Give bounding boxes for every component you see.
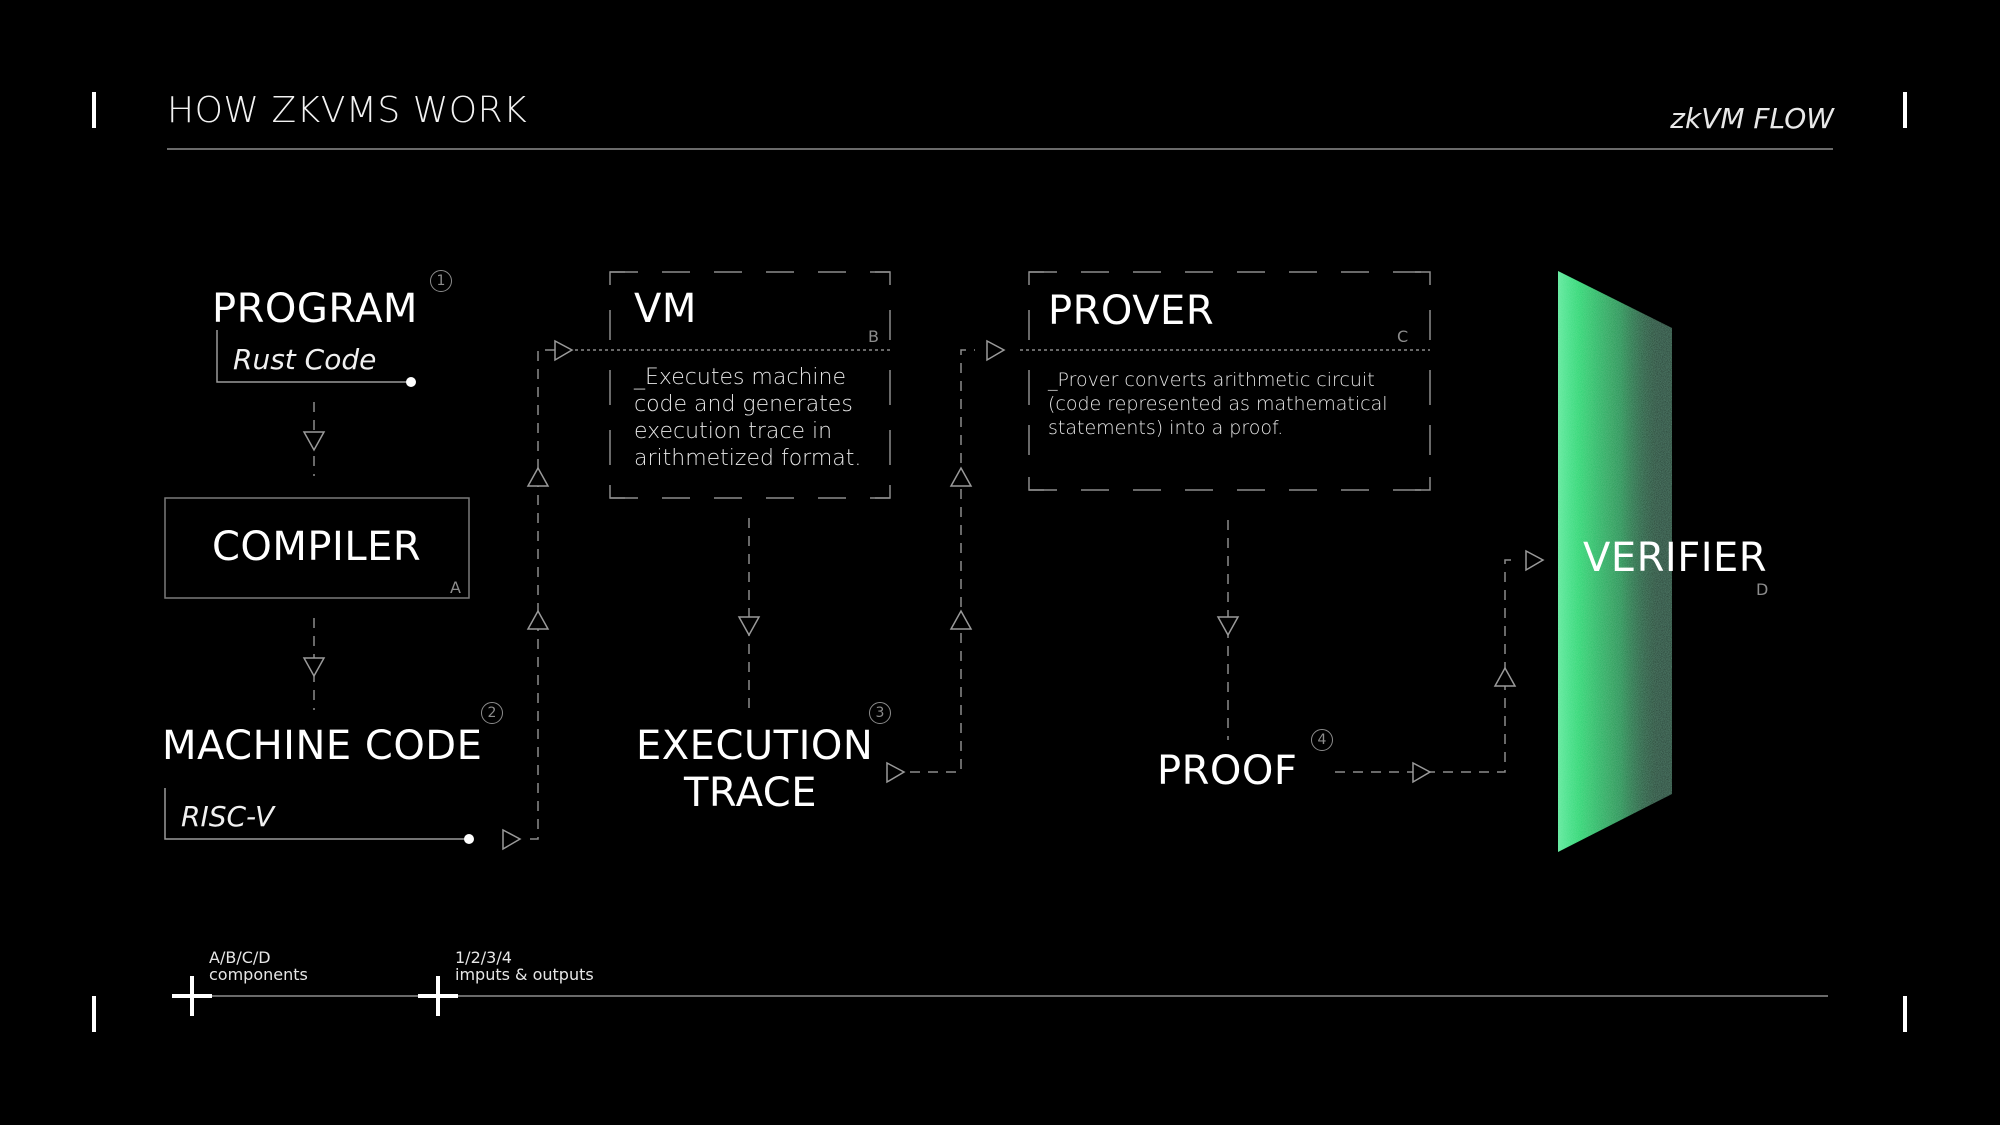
frame-tick-bottom-left — [92, 996, 96, 1032]
vm-description: _Executes machine code and generates exe… — [634, 365, 862, 471]
vm-letter: B — [868, 327, 879, 346]
arrow-down-icon — [737, 616, 761, 637]
page-title: HOW ZKVMS WORK — [167, 90, 528, 131]
verifier-title: VERIFIER — [1583, 535, 1768, 581]
footer-divider — [188, 995, 1828, 997]
header-divider — [167, 148, 1833, 150]
machine-code-badge: 2 — [481, 702, 503, 724]
execution-trace-title-line1: EXECUTION — [636, 723, 874, 769]
arrow-right-icon — [886, 761, 906, 784]
arrow-down-icon — [302, 431, 326, 452]
verifier-letter: D — [1756, 580, 1769, 599]
vm-title: VM — [634, 286, 697, 332]
arrow-right-icon — [554, 339, 574, 362]
program-subtitle: Rust Code — [233, 343, 377, 376]
legend-components-key: A/B/C/D — [209, 948, 271, 967]
legend-components: A/B/C/D components — [209, 949, 308, 983]
arrow-right-icon — [986, 339, 1006, 362]
proof-title: PROOF — [1157, 748, 1298, 794]
compiler-title: COMPILER — [212, 524, 422, 570]
prover-letter: C — [1397, 327, 1409, 346]
endpoint-dot — [464, 834, 474, 844]
machine-code-title: MACHINE CODE — [162, 723, 483, 769]
legend-io: 1/2/3/4 imputs & outputs — [455, 949, 594, 983]
arrow-right-icon — [1525, 549, 1545, 572]
page-tag: zkVM FLOW — [1670, 102, 1834, 135]
legend-io-label: imputs & outputs — [455, 965, 594, 984]
frame-tick-bottom-right — [1903, 996, 1907, 1032]
proof-badge: 4 — [1311, 729, 1333, 751]
legend-io-key: 1/2/3/4 — [455, 948, 512, 967]
prover-title: PROVER — [1048, 288, 1215, 334]
compiler-letter: A — [450, 578, 461, 597]
arrow-up-icon — [526, 609, 550, 630]
arrow-down-icon — [302, 657, 326, 678]
arrow-right-icon — [1412, 761, 1432, 784]
program-badge: 1 — [430, 270, 452, 292]
arrow-up-icon — [949, 466, 973, 487]
frame-tick-top-left — [92, 92, 96, 128]
arrow-down-icon — [1216, 616, 1240, 637]
arrow-up-icon — [949, 609, 973, 630]
arrow-right-icon — [502, 828, 522, 851]
program-title: PROGRAM — [212, 286, 418, 332]
legend-components-label: components — [209, 965, 308, 984]
execution-trace-title-line2: TRACE — [684, 770, 817, 816]
verifier-shape — [1558, 271, 1672, 852]
plus-icon — [418, 976, 458, 1016]
arrow-up-icon — [1493, 666, 1517, 687]
execution-trace-badge: 3 — [869, 702, 891, 724]
endpoint-dot — [406, 377, 416, 387]
plus-icon — [172, 976, 212, 1016]
arrow-up-icon — [526, 466, 550, 487]
frame-tick-top-right — [1903, 92, 1907, 128]
prover-description: _Prover converts arithmetic circuit (cod… — [1048, 369, 1388, 439]
machine-code-subtitle: RISC-V — [181, 800, 275, 833]
